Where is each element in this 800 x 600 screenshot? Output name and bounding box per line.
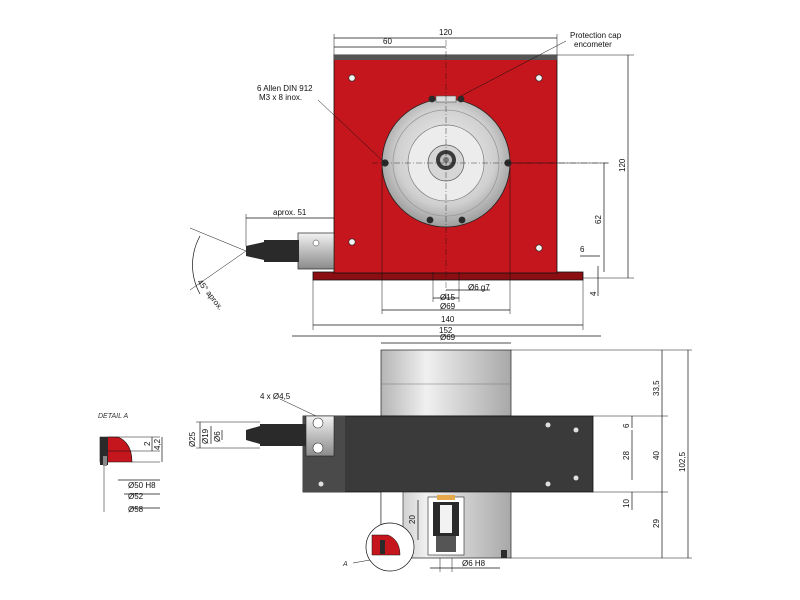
dim-aprox-51: aprox. 51	[273, 208, 307, 217]
dim-140: 140	[441, 315, 455, 324]
dim-d6g7: Ø6 g7	[468, 283, 490, 292]
callout-allen-2: M3 x 8 inox.	[259, 93, 302, 102]
dim-6-side: 6	[622, 423, 631, 428]
dim-4: 4	[589, 291, 598, 296]
dim-d19: Ø19	[201, 428, 210, 444]
encoder-cylinder	[380, 349, 512, 417]
connector-cable-icon	[246, 232, 335, 270]
dim-20: 20	[408, 515, 417, 524]
callout-protection-cap: Protection cap	[570, 31, 622, 40]
top-view: 45° aprox. 120 60 Protection cap encomet…	[189, 28, 634, 337]
dim-d6-side: Ø6	[213, 431, 222, 442]
dim-40: 40	[652, 451, 661, 460]
dim-152: 152	[439, 326, 453, 335]
dim-102-5: 102,5	[678, 451, 687, 472]
detail-d50h8: Ø50 H8	[128, 481, 156, 490]
detail-dim-4-2: 4,2	[153, 438, 162, 450]
detail-a: DETAIL A 2 4,2 Ø50 H8 Ø52 Ø58	[98, 413, 163, 514]
callout-holes: 4 x Ø4,5	[260, 392, 291, 401]
detail-d52: Ø52	[128, 492, 144, 501]
detail-dim-2: 2	[143, 441, 152, 446]
dim-d69-side: Ø69	[440, 333, 456, 342]
dim-10: 10	[622, 499, 631, 508]
dim-d15: Ø15	[440, 293, 456, 302]
dim-28: 28	[622, 451, 631, 460]
dim-29: 29	[652, 519, 661, 528]
callout-allen-1: 6 Allen DIN 912	[257, 84, 313, 93]
dim-d69-top: Ø69	[440, 302, 456, 311]
detail-title: DETAIL A	[98, 413, 129, 420]
callout-encometer: encometer	[574, 40, 612, 49]
dim-60: 60	[383, 37, 392, 46]
detail-d58: Ø58	[128, 505, 144, 514]
dim-33-5: 33,5	[652, 380, 661, 396]
dim-d25: Ø25	[188, 431, 197, 447]
side-view: A Ø69 4 x Ø4,5 Ø25 Ø19 Ø6 33,5 6 28 40 1…	[188, 333, 692, 572]
detail-marker-a: A	[342, 561, 348, 568]
angle-45-label: 45° aprox.	[195, 278, 225, 312]
dim-d6h8: Ø6 H8	[462, 559, 486, 568]
dim-6-top: 6	[580, 245, 585, 254]
dim-120-right: 120	[618, 158, 627, 172]
mounting-plate	[302, 415, 594, 493]
dim-62: 62	[594, 215, 603, 224]
dim-120-top: 120	[439, 28, 453, 37]
